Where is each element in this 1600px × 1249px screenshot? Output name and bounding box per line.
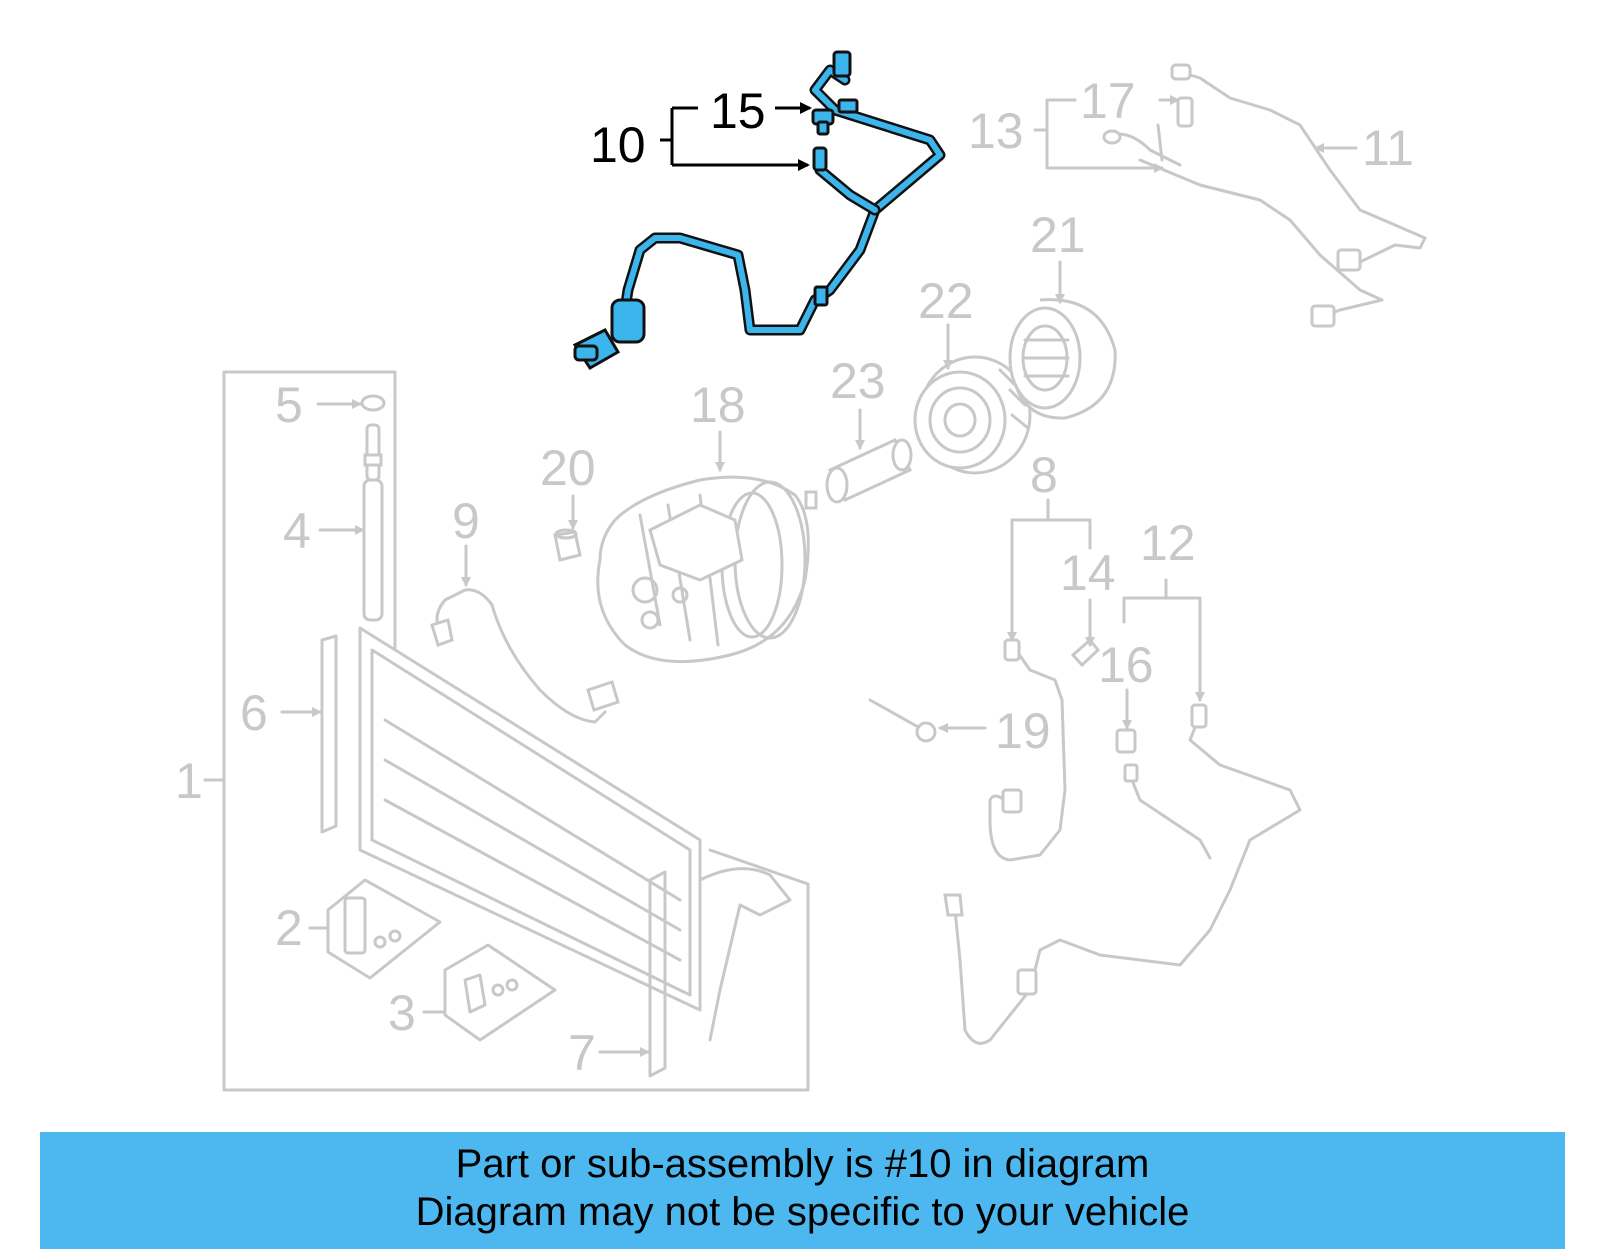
label-6: 6 [240, 685, 268, 741]
line-part-12 [943, 703, 1302, 1045]
label-17: 17 [1080, 73, 1136, 129]
compressor [596, 475, 818, 664]
leader-lines [280, 95, 1358, 1057]
plug-part-20 [553, 528, 582, 562]
label-23: 23 [830, 353, 886, 409]
label-8: 8 [1030, 447, 1058, 503]
label-7: 7 [568, 1025, 596, 1081]
label-9: 9 [452, 493, 480, 549]
clutch-part-21 [1008, 298, 1117, 420]
highlighted-hose-part-10 [572, 50, 946, 371]
label-5: 5 [275, 377, 303, 433]
info-banner: Part or sub-assembly is #10 in diagram D… [40, 1132, 1565, 1249]
pulley-part-22 [913, 355, 1032, 475]
valve-part-16 [1115, 728, 1137, 754]
label-1: 1 [175, 753, 203, 809]
label-20: 20 [540, 440, 596, 496]
label-16: 16 [1098, 637, 1154, 693]
banner-line-2: Diagram may not be specific to your vehi… [415, 1190, 1190, 1234]
callout-labels: 1 2 3 4 5 6 7 8 9 10 11 12 13 14 15 16 1… [175, 73, 1414, 1081]
label-15[interactable]: 15 [710, 83, 766, 139]
label-11: 11 [1362, 120, 1414, 176]
label-3: 3 [388, 985, 416, 1041]
sleeve-part-23 [825, 438, 913, 504]
hose-part-9 [430, 588, 620, 724]
banner-line-1: Part or sub-assembly is #10 in diagram [455, 1142, 1150, 1186]
label-13: 13 [968, 103, 1024, 159]
label-2: 2 [275, 900, 303, 956]
label-4: 4 [283, 503, 311, 559]
label-12: 12 [1140, 515, 1196, 571]
label-10[interactable]: 10 [590, 117, 646, 173]
label-18: 18 [690, 377, 746, 433]
line-part-13 [1102, 96, 1194, 167]
label-14: 14 [1060, 545, 1116, 601]
label-21: 21 [1030, 207, 1086, 263]
line-part-8 [988, 637, 1101, 862]
line-part-11 [1138, 63, 1427, 328]
label-22: 22 [918, 273, 974, 329]
label-19: 19 [995, 703, 1051, 759]
condenser-assembly [203, 370, 810, 1092]
bolt-part-19 [868, 698, 937, 743]
